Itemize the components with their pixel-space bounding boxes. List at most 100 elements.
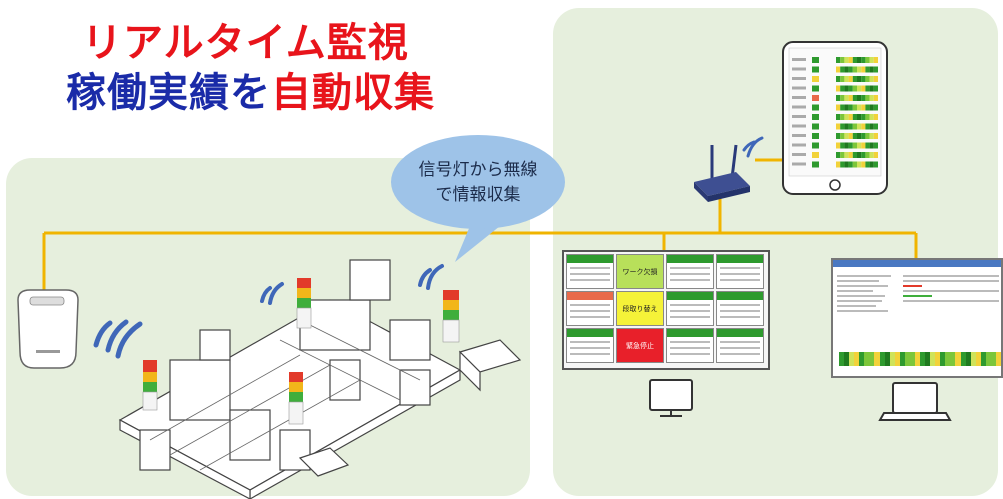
tile-line [720,267,760,269]
timeline-segment [894,352,900,366]
tablet-row-segment [852,76,857,82]
timeline-segment [864,352,870,366]
report-text-column [837,272,897,342]
tablet-row-segment [869,123,874,130]
tile-header [567,255,613,263]
status-label: ワーク欠損 [622,267,658,276]
tablet-row-segment [865,133,870,139]
tablet-row-segment [857,76,862,82]
tile-line [570,347,610,349]
factory-machines [118,259,522,499]
dashboard-grid: ワーク欠損段取り替え緊急停止 [566,254,766,366]
tablet-row-status [812,95,819,101]
tile-line [570,353,610,355]
tablet-row-segment [852,152,857,158]
dashboard-tile [666,291,714,326]
tablet-row-segment [873,66,878,73]
tablet-row-segment [865,142,870,149]
tablet-row-segment [873,104,878,111]
tablet-row-label [792,67,806,71]
tablet-row-segment [836,133,841,139]
timeline-segment [955,352,961,366]
tablet-row-segment [865,114,870,120]
wifi-waves-router [742,136,764,158]
tile-line [670,341,710,343]
tile-line [670,347,710,349]
tablet-row-segment [873,114,878,120]
tile-line [670,353,710,355]
timeline-segment [854,352,860,366]
tablet-row-segment [848,123,853,130]
tablet-row-segment [865,123,870,130]
tablet-row-segment [873,152,878,158]
tablet-row-segment [873,123,878,130]
tablet-row-segment [861,133,866,139]
tile-line [670,267,710,269]
tablet-row-segment [848,66,853,73]
timeline-segment [950,352,956,366]
tile-line [720,316,760,318]
wireless-router [694,144,750,202]
tile-line [570,316,610,318]
tablet-row-status [812,114,819,120]
tablet-row-segment [852,114,857,120]
tablet-row-segment [840,85,845,92]
tablet-row-segment [865,66,870,73]
tile-line [720,353,760,355]
tablet-row-segment [865,104,870,111]
tablet-row-segment [865,161,870,168]
tablet-row-segment [852,95,857,101]
tablet-row-segment [836,123,841,130]
timeline-segment [849,352,855,366]
timeline-segment [995,352,1001,366]
tablet-row-segment [852,57,857,63]
tablet-row-segment [857,104,862,111]
tablet-row-status [812,161,819,168]
tablet-row-segment [865,85,870,92]
tablet-row-segment [857,133,862,139]
tablet-row-label [792,115,806,118]
bubble-text-line2: で情報収集 [436,185,521,205]
tablet-row-segment [857,95,862,101]
tablet-row-segment [844,104,849,111]
tablet-row-segment [857,152,862,158]
tablet-row-segment [848,114,853,120]
tablet-row-segment [844,161,849,168]
tile-line [720,341,760,343]
dashboard-status-panel: 緊急停止 [616,328,664,363]
tablet-row-segment [844,66,849,73]
timeline-segment [935,352,941,366]
tile-header [717,255,763,263]
tablet-row-segment [848,133,853,139]
tablet-row-segment [840,57,845,63]
tablet-row-status [812,85,819,92]
timeline-segment [945,352,951,366]
tablet-row-segment [836,161,841,168]
tablet-row-segment [861,95,866,101]
tablet-row-segment [840,161,845,168]
tablet-row-segment [869,76,874,82]
tablet-row-segment [840,114,845,120]
wifi-waves-receiver [93,319,143,359]
tablet-row-segment [861,57,866,63]
headline-subtitle: 稼働実績を自動収集 [66,60,435,118]
tablet-row-segment [852,104,857,111]
tablet-row-segment [865,95,870,101]
tablet-row-segment [873,133,878,139]
timeline-segment [980,352,986,366]
tablet-row-segment [840,76,845,82]
signal-tower-2 [296,278,312,329]
tablet-row-segment [844,57,849,63]
laptop-report-screen [831,258,1003,378]
timeline-segment [960,352,966,366]
tablet-row-segment [852,133,857,139]
tablet-row-status [812,123,819,130]
timeline-segment [965,352,971,366]
tablet-row-segment [848,152,853,158]
tablet-row-segment [836,152,841,158]
tablet-row-segment [844,133,849,139]
subtitle-part1: 稼働実績を [66,70,271,116]
tile-header [567,292,613,300]
tablet-row-segment [861,104,866,111]
tile-line [720,279,760,281]
